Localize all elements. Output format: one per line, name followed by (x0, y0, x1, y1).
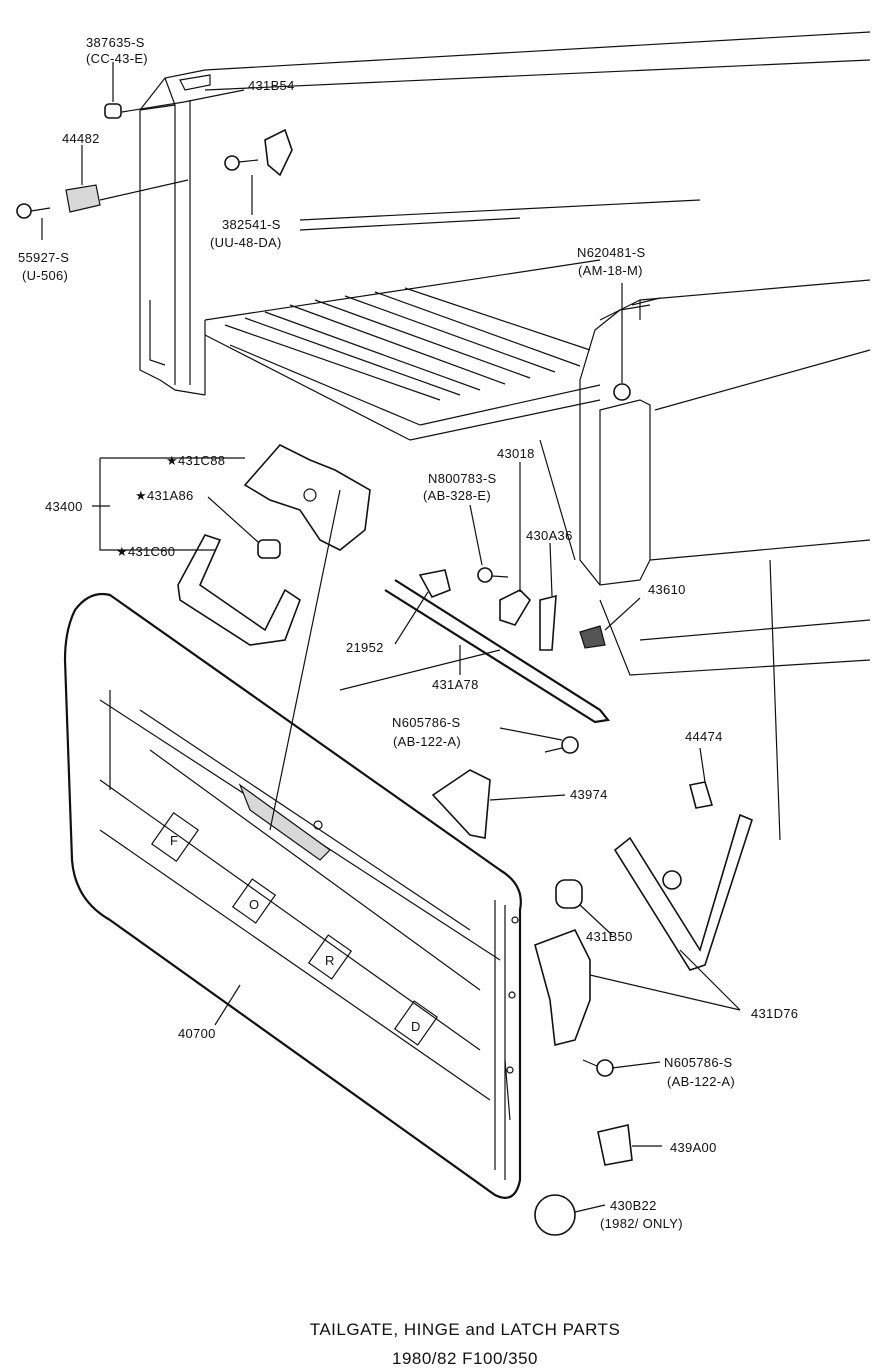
label-55927-s-code: (U-506) (22, 268, 68, 283)
label-431c60: ★431C60 (116, 544, 175, 559)
tailgate-letter-f: F (170, 833, 178, 848)
label-431d76: 431D76 (751, 1006, 798, 1021)
label-431c88: ★431C88 (166, 453, 225, 468)
caption-subtitle: 1980/82 F100/350 (392, 1349, 538, 1368)
tailgate-letter-d: D (411, 1019, 421, 1034)
label-382541-s: 382541-S (222, 217, 281, 232)
truck-bed-illustration (139, 31, 871, 841)
label-431b54: 431B54 (248, 78, 295, 93)
label-430a36: 430A36 (526, 528, 573, 543)
label-430b22-note: (1982/ ONLY) (600, 1216, 683, 1231)
label-44482: 44482 (62, 131, 100, 146)
label-431b50: 431B50 (586, 929, 633, 944)
label-387635-s: 387635-S (86, 35, 145, 50)
label-n605786-s-upper: N605786-S (392, 715, 460, 730)
leader-lines (41, 62, 741, 1213)
label-n620481-s: N620481-S (577, 245, 645, 260)
tailgate-letter-r: R (325, 953, 335, 968)
label-431a86: ★431A86 (135, 488, 194, 503)
label-43018: 43018 (497, 446, 535, 461)
label-431a78: 431A78 (432, 677, 479, 692)
label-40700: 40700 (178, 1026, 216, 1041)
label-43974: 43974 (570, 787, 608, 802)
label-21952: 21952 (346, 640, 384, 655)
label-n605786-s-lower: N605786-S (664, 1055, 732, 1070)
hardware-parts (16, 103, 753, 1236)
tailgate-panel: F O R D (63, 592, 522, 1199)
diagram-caption: TAILGATE, HINGE and LATCH PARTS 1980/82 … (310, 1320, 621, 1368)
label-44474: 44474 (685, 729, 723, 744)
label-n605786-s-upper-code: (AB-122-A) (393, 734, 461, 749)
label-n800783-s: N800783-S (428, 471, 496, 486)
caption-title: TAILGATE, HINGE and LATCH PARTS (310, 1320, 621, 1339)
label-439a00: 439A00 (670, 1140, 717, 1155)
label-55927-s: 55927-S (18, 250, 69, 265)
label-430b22: 430B22 (610, 1198, 657, 1213)
label-n605786-s-lower-code: (AB-122-A) (667, 1074, 735, 1089)
label-n620481-s-code: (AM-18-M) (578, 263, 643, 278)
label-387635-s-code: (CC-43-E) (86, 51, 148, 66)
label-382541-s-code: (UU-48-DA) (210, 235, 282, 250)
label-43610: 43610 (648, 582, 686, 597)
label-n800783-s-code: (AB-328-E) (423, 488, 491, 503)
part-labels: 387635-S (CC-43-E) 431B54 44482 382541-S… (18, 35, 798, 1231)
label-43400: 43400 (45, 499, 83, 514)
tailgate-letter-o: O (249, 897, 259, 912)
